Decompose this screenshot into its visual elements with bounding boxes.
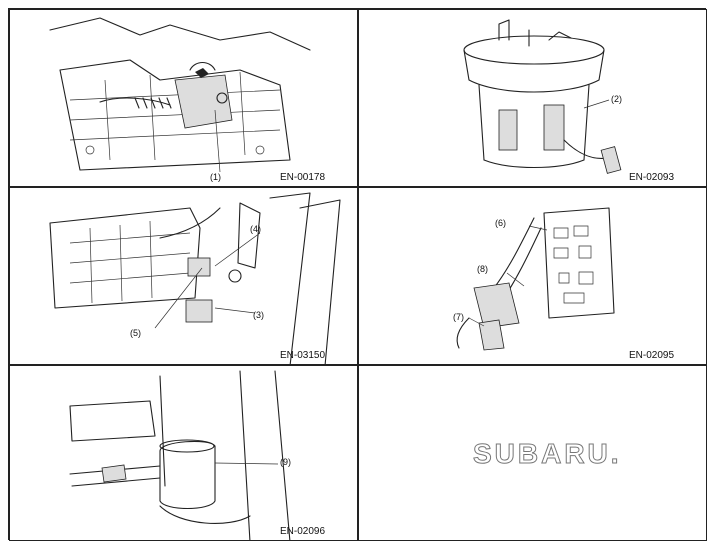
figure-id: EN-00178	[280, 172, 326, 183]
figure-panel-en-02095: (6) (8) (7) EN-02095	[358, 187, 707, 365]
logo-panel: SUBARU.	[358, 365, 707, 541]
callout-7: (7)	[453, 312, 464, 322]
fuse-relay-box-drawing	[456, 207, 615, 351]
figure-panel-en-00178: (1) EN-00178	[9, 9, 358, 187]
sensor-location-drawing	[69, 370, 291, 540]
harness-connector-drawing	[49, 192, 341, 364]
callout-8: (8)	[477, 264, 488, 274]
callout-4: (4)	[250, 224, 261, 234]
callout-9: (9)	[280, 457, 291, 467]
logo-text: SUBARU	[473, 438, 611, 470]
engine-sensor-drawing	[49, 17, 311, 173]
callout-3: (3)	[253, 310, 264, 320]
figure-id: EN-03150	[280, 350, 326, 361]
figure-id: EN-02096	[280, 526, 326, 537]
figure-id: EN-02095	[629, 350, 675, 361]
callout-1: (1)	[210, 172, 221, 182]
callout-5: (5)	[130, 328, 141, 338]
figure-panel-en-02093: (2) EN-02093	[358, 9, 707, 187]
callout-6: (6)	[495, 218, 506, 228]
logo-suffix: .	[610, 438, 622, 470]
fuel-pump-module-drawing	[463, 19, 622, 174]
figure-sheet: (1) EN-00178 (2) EN-02093	[8, 8, 707, 541]
subaru-logo: SUBARU.	[473, 438, 622, 470]
figure-id: EN-02093	[629, 172, 675, 183]
figure-panel-en-03150: (4) (3) (5) EN-03150	[9, 187, 358, 365]
figure-panel-en-02096: (9) EN-02096	[9, 365, 358, 541]
callout-2: (2)	[611, 94, 622, 104]
